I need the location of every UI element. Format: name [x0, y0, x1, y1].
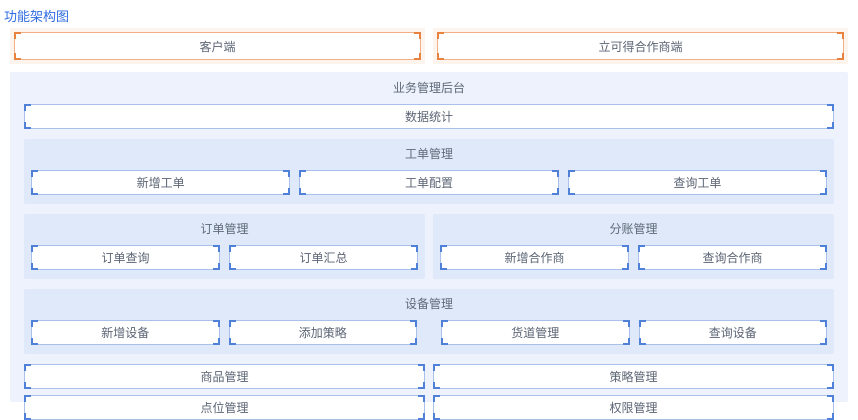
ledger-row: 新增合作商 查询合作商: [440, 245, 827, 270]
node-label: 查询合作商: [702, 251, 763, 265]
device-row: 新增设备 添加策略 货道管理 查询设备: [31, 320, 827, 345]
node-add-strategy: 添加策略: [228, 320, 417, 345]
backend-title: 业务管理后台: [392, 81, 465, 95]
node-partner-label: 立可得合作商端: [598, 39, 683, 54]
panel-order: 订单管理 订单查询 订单汇总: [24, 214, 425, 279]
node-partner: 立可得合作商端: [437, 32, 844, 60]
node-query-partner: 查询合作商: [638, 245, 827, 270]
panel-ledger: 分账管理 新增合作商 查询合作商: [433, 214, 834, 279]
node-label: 查询工单: [673, 176, 722, 190]
node-data-stats-label: 数据统计: [404, 110, 453, 124]
node-client: 客户端: [14, 32, 421, 60]
device-group-right: 货道管理 查询设备: [441, 320, 827, 345]
order-row: 订单查询 订单汇总: [31, 245, 418, 270]
node-label: 订单查询: [101, 251, 150, 265]
node-label: 订单汇总: [299, 251, 348, 265]
top-row: 客户端 立可得合作商端: [10, 28, 848, 64]
node-label: 策略管理: [609, 370, 658, 384]
device-group-left: 新增设备 添加策略: [31, 320, 417, 345]
backend-container: 业务管理后台 数据统计 工单管理 新增工单 工单配置 查询工单 订单管理: [10, 72, 848, 420]
panel-work-order-title: 工单管理: [404, 147, 453, 161]
node-new-device: 新增设备: [31, 320, 220, 345]
page-title: 功能架构图: [4, 9, 70, 24]
node-label: 新增工单: [136, 176, 185, 190]
node-location-manage: 点位管理: [24, 395, 425, 420]
node-permission-manage: 权限管理: [433, 395, 834, 420]
node-label: 货道管理: [511, 326, 560, 340]
node-label: 新增合作商: [504, 251, 565, 265]
node-order-summary: 订单汇总: [229, 245, 418, 270]
node-data-stats: 数据统计: [24, 104, 834, 129]
client-section: 客户端: [10, 28, 425, 64]
node-label: 商品管理: [200, 370, 249, 384]
node-new-work-order: 新增工单: [31, 170, 291, 195]
node-label: 权限管理: [609, 401, 658, 415]
panel-work-order: 工单管理 新增工单 工单配置 查询工单: [24, 139, 834, 204]
node-client-label: 客户端: [199, 39, 236, 54]
node-label: 添加策略: [298, 326, 347, 340]
node-lane-manage: 货道管理: [441, 320, 630, 345]
node-work-order-config: 工单配置: [299, 170, 559, 195]
bottom-row-2: 点位管理 权限管理: [24, 395, 834, 420]
panel-device-title: 设备管理: [404, 297, 453, 311]
node-strategy-manage: 策略管理: [433, 364, 834, 389]
node-goods-manage: 商品管理: [24, 364, 425, 389]
panel-ledger-title: 分账管理: [609, 222, 658, 236]
panel-device: 设备管理 新增设备 添加策略 货道管理 查询设备: [24, 289, 834, 354]
node-label: 新增设备: [101, 326, 150, 340]
node-query-work-order: 查询工单: [567, 170, 828, 195]
work-order-row: 新增工单 工单配置 查询工单: [31, 170, 828, 195]
node-label: 点位管理: [200, 401, 249, 415]
node-query-device: 查询设备: [638, 320, 827, 345]
node-new-partner: 新增合作商: [440, 245, 629, 270]
node-label: 工单配置: [404, 176, 453, 190]
order-ledger-row: 订单管理 订单查询 订单汇总 分账管理 新增合作商: [24, 214, 834, 279]
node-order-query: 订单查询: [31, 245, 220, 270]
partner-section: 立可得合作商端: [433, 28, 848, 64]
node-label: 查询设备: [708, 326, 757, 340]
bottom-row-1: 商品管理 策略管理: [24, 364, 834, 389]
panel-order-title: 订单管理: [200, 222, 249, 236]
